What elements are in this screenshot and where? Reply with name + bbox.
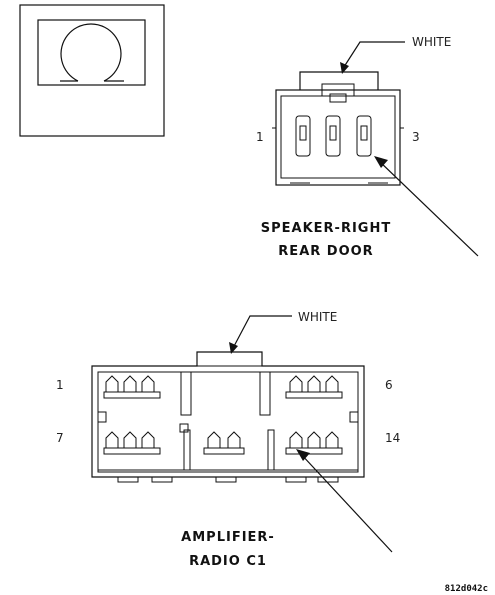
amplifier-pin-1-label: 1 <box>56 378 64 392</box>
amplifier-pin-cavity <box>207 431 221 449</box>
amplifier-cavity-row-top <box>103 375 343 399</box>
amplifier-pin-cavity <box>105 375 119 393</box>
amplifier-connector <box>91 351 365 483</box>
amplifier-pin-cavity <box>105 431 119 449</box>
amplifier-pin-cavity <box>307 431 321 449</box>
locator-icon <box>19 4 165 137</box>
speaker-pin-3-label: 3 <box>412 130 420 144</box>
amplifier-pin-cavity <box>141 375 155 393</box>
speaker-color-label: WHITE <box>412 35 451 49</box>
amplifier-connector-name-line2: RADIO C1 <box>189 554 267 569</box>
amplifier-pin-cavity <box>325 375 339 393</box>
amplifier-pin-cavity <box>289 431 303 449</box>
speaker-pointer-arrow <box>374 156 479 257</box>
speaker-pin-cavity <box>325 115 341 157</box>
amplifier-pin-cavity <box>123 375 137 393</box>
amplifier-pin-cavity <box>289 375 303 393</box>
amplifier-pin-cavity <box>123 431 137 449</box>
amplifier-cavity-row-bottom <box>103 431 343 455</box>
amplifier-pin-cavity <box>141 431 155 449</box>
amplifier-color-label: WHITE <box>298 310 337 324</box>
speaker-connector-name-line2: REAR DOOR <box>278 244 373 259</box>
amplifier-pin-cavity <box>227 431 241 449</box>
speaker-connector <box>272 71 404 186</box>
speaker-pin-cavity <box>295 115 311 157</box>
amplifier-pin-6-label: 6 <box>385 378 393 392</box>
speaker-color-callout: WHITE <box>340 35 451 74</box>
amplifier-pin-cavity <box>307 375 321 393</box>
speaker-pin-1-label: 1 <box>256 130 264 144</box>
amplifier-pointer-arrow <box>296 449 393 553</box>
amplifier-pin-7-label: 7 <box>56 431 64 445</box>
amplifier-connector-name-line1: AMPLIFIER- <box>181 530 275 545</box>
figure-code: 812d042c <box>445 584 488 594</box>
amplifier-pin-cavity <box>325 431 339 449</box>
amplifier-color-callout: WHITE <box>229 310 337 354</box>
speaker-connector-name-line1: SPEAKER-RIGHT <box>261 221 391 236</box>
speaker-pin-cavity <box>356 115 372 157</box>
amplifier-pin-14-label: 14 <box>385 431 400 445</box>
